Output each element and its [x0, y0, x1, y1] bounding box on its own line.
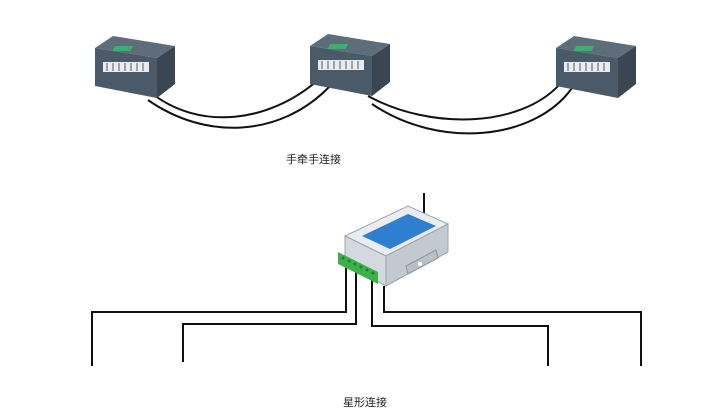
hub-mount-hole	[418, 262, 422, 266]
device-side-face	[618, 46, 636, 98]
branch-inner-right	[371, 278, 549, 366]
star-wires	[91, 193, 642, 366]
device-front-face	[556, 48, 618, 98]
branch-far-left	[91, 258, 347, 366]
branch-far-right	[383, 286, 642, 366]
star-hub-module	[338, 205, 450, 287]
branch-inner-left	[182, 262, 357, 362]
terminal-strip	[103, 62, 149, 72]
terminal-pins	[321, 61, 359, 69]
device-top-face	[556, 36, 636, 58]
terminal-pins	[567, 63, 605, 71]
daisy-chain-cables	[147, 79, 573, 135]
device-front-face	[310, 46, 372, 96]
hub-mounting-bracket	[405, 249, 439, 275]
cable-2-3-upper	[367, 83, 561, 121]
hub-side-face	[385, 223, 449, 287]
terminal-strip	[564, 62, 610, 72]
status-label	[573, 46, 595, 51]
star-topology-caption: 星形连接	[343, 396, 387, 409]
cable-2-3-lower	[371, 87, 573, 135]
terminal-strip	[318, 60, 364, 70]
status-label	[327, 44, 349, 49]
plc-device-2	[310, 34, 390, 96]
hub-terminal-screws	[341, 256, 375, 275]
cable-1-2-upper	[149, 79, 319, 119]
device-side-face	[157, 46, 175, 98]
device-front-face	[95, 48, 157, 98]
terminal-pins	[106, 63, 144, 71]
plc-device-3	[556, 36, 636, 98]
device-top-face	[310, 34, 390, 56]
status-label	[112, 46, 134, 51]
device-top-face	[95, 36, 175, 58]
hub-blue-panel	[362, 214, 436, 249]
daisy-chain-caption: 手牵手连接	[286, 153, 341, 166]
device-side-face	[372, 44, 390, 96]
cable-1-2-lower	[147, 85, 331, 129]
plc-device-1	[95, 36, 175, 98]
